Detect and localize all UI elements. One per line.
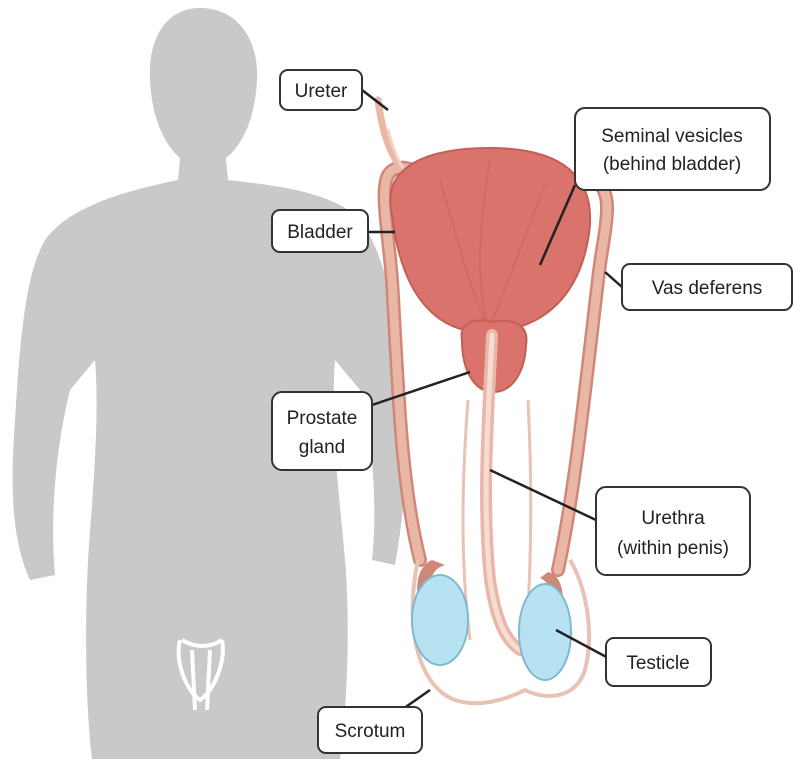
- label-urethra-line1: Urethra: [641, 508, 705, 529]
- label-urethra: Urethra (within penis): [596, 487, 750, 575]
- label-prostate-line2: gland: [299, 437, 346, 458]
- label-prostate-line1: Prostate: [287, 408, 358, 429]
- leader-vas-deferens: [605, 272, 622, 287]
- label-seminal-vesicles-line1: Seminal vesicles: [601, 126, 743, 147]
- label-prostate-gland: Prostate gland: [272, 392, 372, 470]
- label-scrotum-text: Scrotum: [335, 721, 406, 742]
- leader-ureter: [362, 90, 388, 110]
- bladder: [390, 148, 590, 332]
- label-seminal-vesicles-line2: (behind bladder): [603, 154, 741, 175]
- label-vas-deferens: Vas deferens: [622, 264, 792, 310]
- label-scrotum: Scrotum: [318, 707, 422, 753]
- label-vas-deferens-text: Vas deferens: [652, 278, 763, 299]
- label-ureter: Ureter: [280, 70, 362, 110]
- label-urethra-line2: (within penis): [617, 538, 729, 559]
- label-bladder: Bladder: [272, 210, 368, 252]
- label-testicle-text: Testicle: [626, 653, 689, 674]
- label-testicle: Testicle: [606, 638, 711, 686]
- label-bladder-text: Bladder: [287, 222, 353, 243]
- label-ureter-text: Ureter: [295, 81, 348, 102]
- label-seminal-vesicles: Seminal vesicles (behind bladder): [575, 108, 770, 190]
